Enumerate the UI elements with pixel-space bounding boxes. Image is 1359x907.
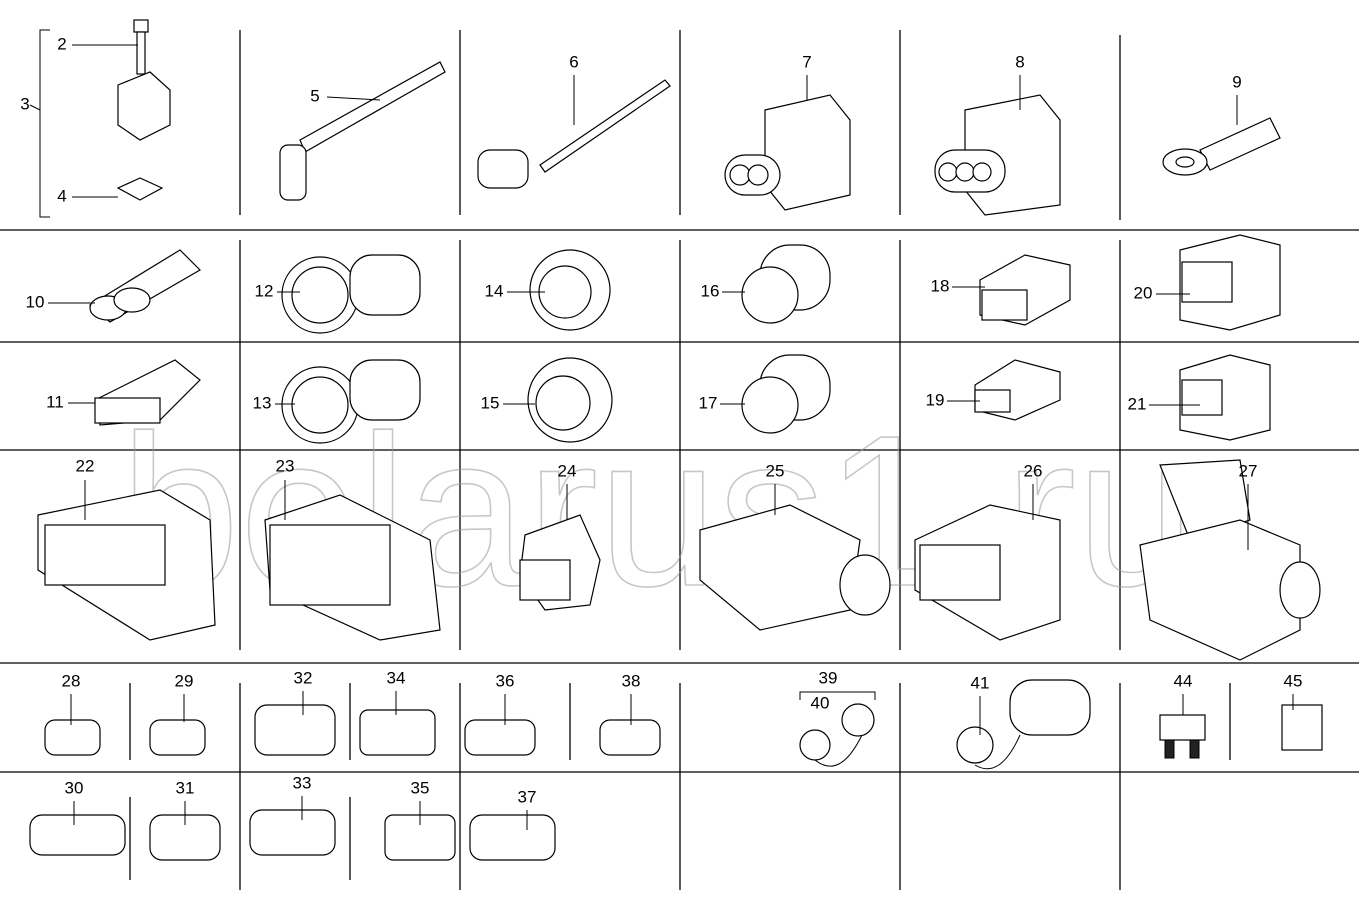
- label-38: 38: [622, 671, 641, 690]
- label-27: 27: [1239, 461, 1258, 480]
- label-37: 37: [518, 787, 537, 806]
- label-12: 12: [255, 281, 274, 300]
- label-39: 39: [819, 668, 838, 687]
- label-19: 19: [926, 390, 945, 409]
- label-33: 33: [293, 773, 312, 792]
- label-5: 5: [310, 86, 319, 105]
- label-9: 9: [1232, 72, 1241, 91]
- label-20: 20: [1134, 283, 1153, 302]
- label-4: 4: [57, 186, 66, 205]
- label-17: 17: [699, 393, 718, 412]
- label-40: 40: [811, 693, 830, 712]
- label-32: 32: [294, 668, 313, 687]
- label-10: 10: [26, 292, 45, 311]
- label-21: 21: [1128, 394, 1147, 413]
- label-3: 3: [20, 94, 29, 113]
- label-7: 7: [802, 52, 811, 71]
- label-15: 15: [481, 393, 500, 412]
- label-14: 14: [485, 281, 504, 300]
- label-30: 30: [65, 778, 84, 797]
- label-6: 6: [569, 52, 578, 71]
- part-drawings: [29, 19, 1323, 861]
- part-number-labels: 2 3 4 5 6 7 8 9 10 12 14 16 18 20 11 13 …: [20, 34, 1302, 806]
- label-8: 8: [1015, 52, 1024, 71]
- label-16: 16: [701, 281, 720, 300]
- label-31: 31: [176, 778, 195, 797]
- label-45: 45: [1284, 671, 1303, 690]
- label-13: 13: [253, 393, 272, 412]
- leader-lines: [48, 44, 1294, 830]
- label-26: 26: [1024, 461, 1043, 480]
- label-23: 23: [276, 456, 295, 475]
- label-29: 29: [175, 671, 194, 690]
- label-18: 18: [931, 276, 950, 295]
- label-28: 28: [62, 671, 81, 690]
- label-22: 22: [76, 456, 95, 475]
- grid-lines: [0, 30, 1359, 890]
- label-44: 44: [1174, 671, 1193, 690]
- label-25: 25: [766, 461, 785, 480]
- label-24: 24: [558, 461, 577, 480]
- label-35: 35: [411, 778, 430, 797]
- label-2: 2: [57, 34, 66, 53]
- label-11: 11: [46, 392, 64, 411]
- label-41: 41: [971, 673, 990, 692]
- label-36: 36: [496, 671, 515, 690]
- label-34: 34: [387, 668, 406, 687]
